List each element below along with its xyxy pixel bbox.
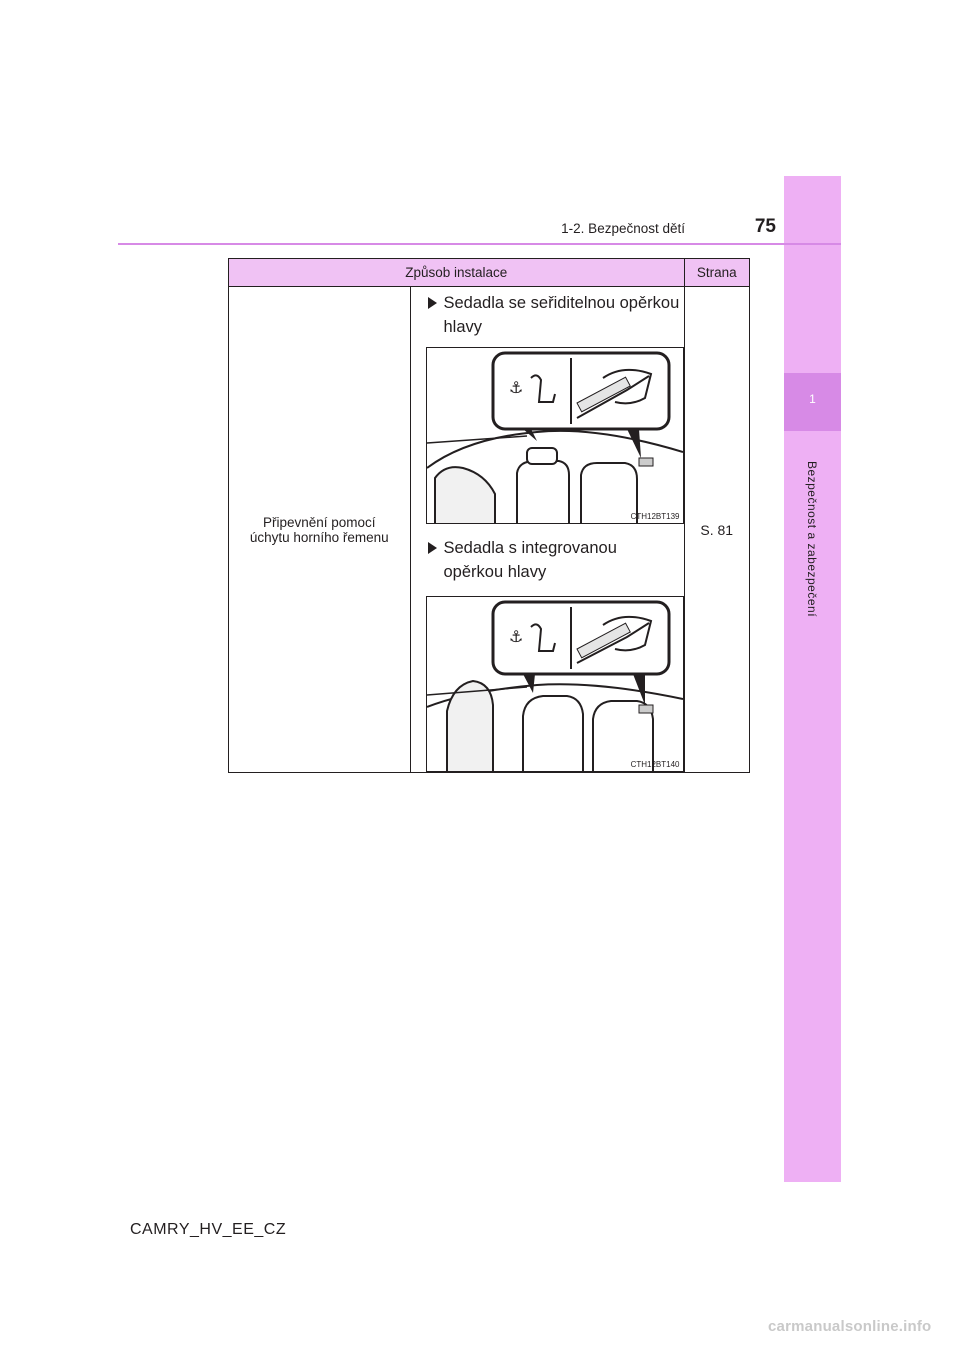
figure-code: CTH12BT139 (630, 512, 680, 521)
list-item: Sedadla se seřiditelnou opěrkou hlavy (427, 291, 684, 339)
figure-integrated-headrest: ⚓ CTH12BT140 (425, 596, 684, 772)
item-label: Sedadla se seřiditelnou opěrkou hlavy (443, 294, 680, 336)
seat-anchor-illustration: ⚓ (426, 600, 683, 771)
chapter-side-tab (784, 176, 841, 1182)
seat-anchor-illustration: ⚓ (426, 351, 683, 523)
page-ref-cell: S. 81 (683, 286, 750, 773)
bullet-triangle-icon (427, 297, 437, 309)
svg-text:⚓: ⚓ (509, 627, 523, 646)
figure-code: CTH12BT140 (630, 760, 680, 769)
column-header-page: Strana (683, 258, 750, 287)
list-item: Sedadla s integrovanou opěrkou hlavy (427, 536, 684, 584)
section-title: 1-2. Bezpečnost dětí (561, 221, 685, 236)
table-row: Připevnění pomocí úchytu horního řemenu … (228, 286, 750, 773)
detail-cell: Sedadla se seřiditelnou opěrkou hlavy ⚓ (409, 286, 685, 773)
installation-table: Způsob instalace Strana Připevnění pomoc… (228, 258, 750, 773)
bullet-triangle-icon (427, 542, 437, 554)
figure-adjustable-headrest: ⚓ CTH12BT139 (425, 347, 684, 524)
footer-model-code: CAMRY_HV_EE_CZ (130, 1221, 287, 1238)
svg-text:⚓: ⚓ (509, 378, 523, 397)
chapter-number: 1 (809, 392, 816, 406)
watermark-link[interactable]: carmanualsonline.info (768, 1318, 932, 1335)
page-number: 75 (754, 216, 776, 237)
column-header-method: Způsob instalace (228, 258, 685, 287)
table-header-row: Způsob instalace Strana (228, 258, 750, 287)
chapter-tab-active-marker[interactable] (784, 373, 841, 431)
header-rule (118, 243, 841, 245)
chapter-title: Bezpečnost a zabezpečení (805, 460, 819, 618)
item-label: Sedadla s integrovanou opěrkou hlavy (443, 539, 617, 581)
method-cell: Připevnění pomocí úchytu horního řemenu (228, 286, 411, 773)
